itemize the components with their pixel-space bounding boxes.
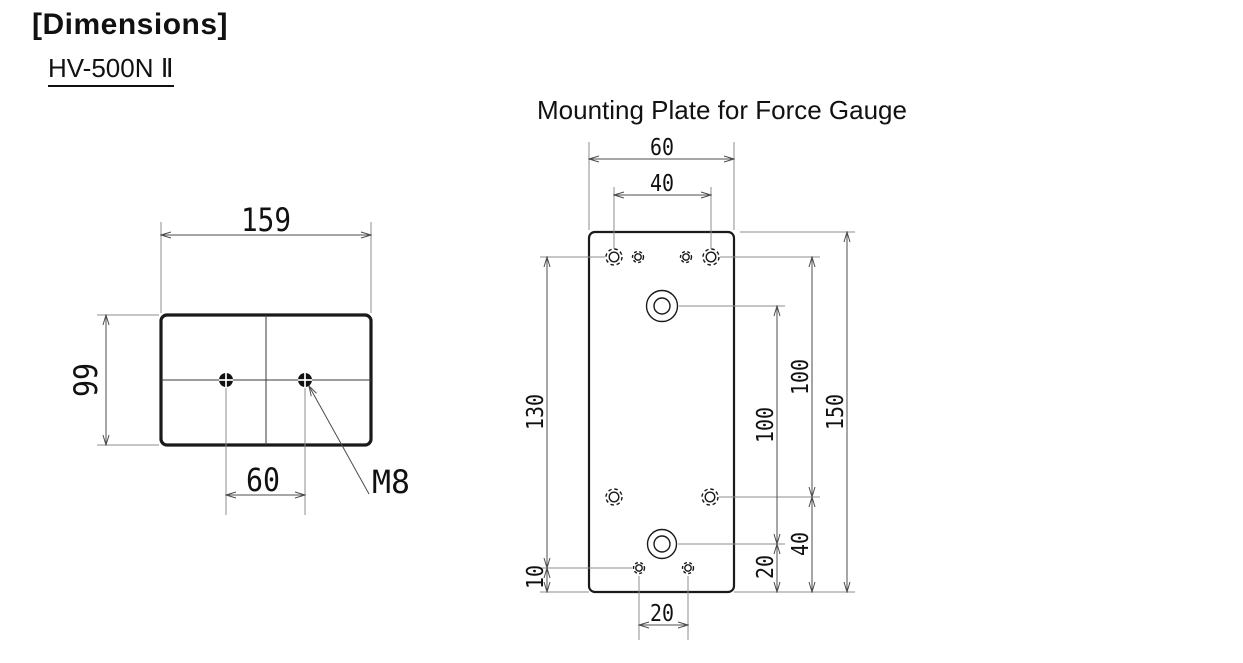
tapped-hole-small: [681, 561, 695, 575]
center-hole-span-label: 100: [753, 407, 779, 443]
tapped-hole-large: [701, 488, 719, 506]
left-bottom-offset-label: 10: [523, 565, 549, 589]
total-height-label: 150: [823, 394, 849, 430]
side-hole-span-label: 100: [788, 359, 814, 395]
front-hole-left: [219, 373, 233, 387]
front-view-center-lines: [161, 315, 371, 445]
bottom-hole-spacing-label: 20: [650, 601, 674, 627]
tapped-hole-small: [631, 250, 645, 264]
front-hole-right: [298, 373, 312, 387]
plate-dimension-lines: [547, 159, 847, 625]
plate-holes-top-row: [605, 248, 720, 266]
page-title: [Dimensions]: [32, 8, 229, 41]
tapped-hole-small: [679, 250, 693, 264]
tapped-hole-large: [605, 248, 623, 266]
mounting-plate-outline: [587, 230, 736, 594]
center-hole-upper: [645, 289, 679, 323]
thread-leader-line: [309, 386, 370, 495]
top-hole-spacing-label: 40: [650, 171, 674, 197]
plate-holes-lower-row: [605, 488, 719, 506]
thread-size-label: M8: [372, 463, 410, 501]
mounting-plate-title: Mounting Plate for Force Gauge: [537, 95, 907, 125]
model-name: HV-500N Ⅱ: [48, 53, 174, 87]
front-view-dimension-lines: [106, 235, 371, 495]
tapped-hole-large: [605, 488, 623, 506]
center-hole-lower: [646, 528, 678, 560]
left-height-label: 130: [523, 394, 549, 430]
mounting-plate-drawing: 60 40 130 10 100 20 100 40 150 20: [523, 135, 855, 640]
front-height-label: 99: [67, 363, 105, 397]
front-hole-spacing-label: 60: [246, 461, 280, 499]
tapped-hole-small: [632, 561, 646, 575]
plate-width-label: 60: [650, 135, 674, 161]
front-view-drawing: 159 99 60 M8: [67, 201, 410, 515]
tapped-hole-large: [702, 248, 720, 266]
plate-holes-bottom-row: [632, 561, 695, 575]
front-width-label: 159: [241, 201, 291, 239]
center-hole-bottom-label: 20: [753, 555, 779, 579]
side-hole-bottom-label: 40: [788, 532, 814, 556]
